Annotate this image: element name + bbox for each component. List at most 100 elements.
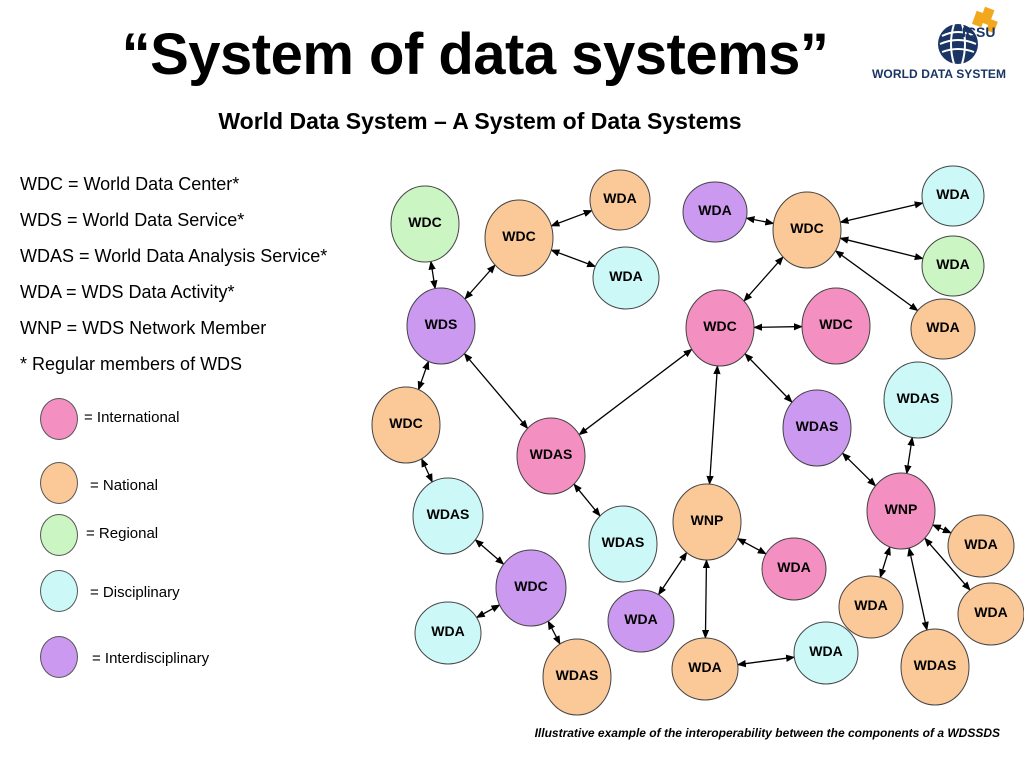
legend-label-interdisciplinary: = Interdisciplinary [92,650,210,667]
node-shape [793,621,859,685]
edge-n22-n29 [879,546,891,579]
edge-n9-n10 [475,604,501,619]
node-shape [838,575,904,639]
edge-n9-n11 [547,620,561,645]
node-label: WDA [624,611,657,627]
node-label: WDAS [556,667,599,683]
edge-n14-n18 [743,256,784,302]
node-shape [412,477,484,555]
edge-n18-n23 [706,364,721,486]
edge-n23-n24 [736,537,767,555]
node-wdc-interdisciplinary: WDC [495,549,567,627]
edge-n13-n14 [745,216,775,226]
node-label: WDAS [427,506,470,522]
legend-label-international: = International [84,409,180,426]
node-shape [592,246,660,310]
node-shape [957,582,1024,646]
node-shape [772,191,842,269]
node-shape [607,589,675,653]
node-wda-disciplinary: WDA [793,621,859,685]
node-wda-national: WDA [838,575,904,639]
node-label: WDA [698,202,731,218]
node-label: WDA [777,559,810,575]
node-wda-national: WDA [671,637,739,701]
node-wdc-national: WDC [772,191,842,269]
edge-n8-n9 [474,539,505,565]
node-wda-international: WDA [761,537,827,601]
node-label: WDA [964,536,997,552]
legend-label-regional: = Regional [86,525,159,542]
logo-text-icsu: ICSU [962,24,996,40]
definition-wdc: WDC = World Data Center* [20,174,240,194]
edge-n22-n31 [907,547,929,631]
node-wdas-disciplinary: WDAS [588,505,658,583]
node-label: WDC [408,214,441,230]
node-shape [921,165,985,227]
node-label: WDC [819,316,852,332]
node-wda-national: WDA [910,298,976,360]
node-wda-national: WDA [589,169,651,231]
node-wdas-international: WDAS [516,417,586,495]
footnote: Illustrative example of the interoperabi… [534,726,1000,740]
node-wda-interdisciplinary: WDA [682,181,748,243]
legend-swatch-disciplinary [40,570,78,612]
node-shape [495,549,567,627]
node-wdas-national: WDAS [900,628,970,706]
edge-n23-n25 [657,551,688,596]
edge-n5-n7 [463,352,529,430]
edge-n5-n6 [417,360,430,391]
node-label: WNP [885,501,918,517]
node-label: WDA [609,268,642,284]
edge-n14-n15 [839,201,924,224]
node-shape [589,169,651,231]
node-wdas-national: WDAS [542,638,612,716]
node-shape [588,505,658,583]
edge-n5-n2 [464,264,496,300]
node-shape [484,199,554,277]
node-label: WDA [936,186,969,202]
node-label: WDAS [602,534,645,550]
edge-n26-n27 [736,654,796,668]
edge-n2-n3 [550,209,593,227]
node-label: WDAS [914,657,957,673]
edge-n18-n20 [744,353,793,403]
node-label: WDA [603,190,636,206]
node-wda-interdisciplinary: WDA [607,589,675,653]
edge-n7-n12 [573,483,601,517]
edge-n23-n26 [701,559,711,639]
legend-swatch-national [40,462,78,504]
node-shape [883,361,953,439]
legend-swatch-interdisciplinary [40,636,78,678]
node-wda-national: WDA [957,582,1024,646]
node-shape [947,514,1015,578]
node-wdc-national: WDC [484,199,554,277]
node-wda-disciplinary: WDA [414,601,482,665]
edge-n14-n17 [834,250,919,312]
node-shape [685,289,755,367]
definition-wds: WDS = World Data Service* [20,210,245,230]
node-label: WDC [790,220,823,236]
icsu-wds-logo [938,6,998,65]
node-label: WDA [974,604,1007,620]
node-label: WDS [425,316,458,332]
node-wda-national: WDA [947,514,1015,578]
node-label: WDC [389,415,422,431]
node-label: WDAS [897,390,940,406]
legend-swatch-international [40,398,78,440]
definition-wdas: WDAS = World Data Analysis Service* [20,246,328,266]
edge-n18-n19 [753,323,803,331]
node-shape [921,235,985,297]
node-wnp-national: WNP [672,483,742,561]
node-label: WDA [854,597,887,613]
edge-n21-n22 [904,436,915,475]
node-wdc-international: WDC [801,287,871,365]
node-wdc-national: WDC [371,386,441,464]
node-label: WDAS [796,418,839,434]
definition-wda: WDA = WDS Data Activity* [20,282,235,302]
definition-footnote: * Regular members of WDS [20,354,243,374]
legend-label-disciplinary: = Disciplinary [90,584,180,601]
node-label: WDAS [530,446,573,462]
edge-n14-n16 [839,236,924,261]
node-shape [866,472,936,550]
